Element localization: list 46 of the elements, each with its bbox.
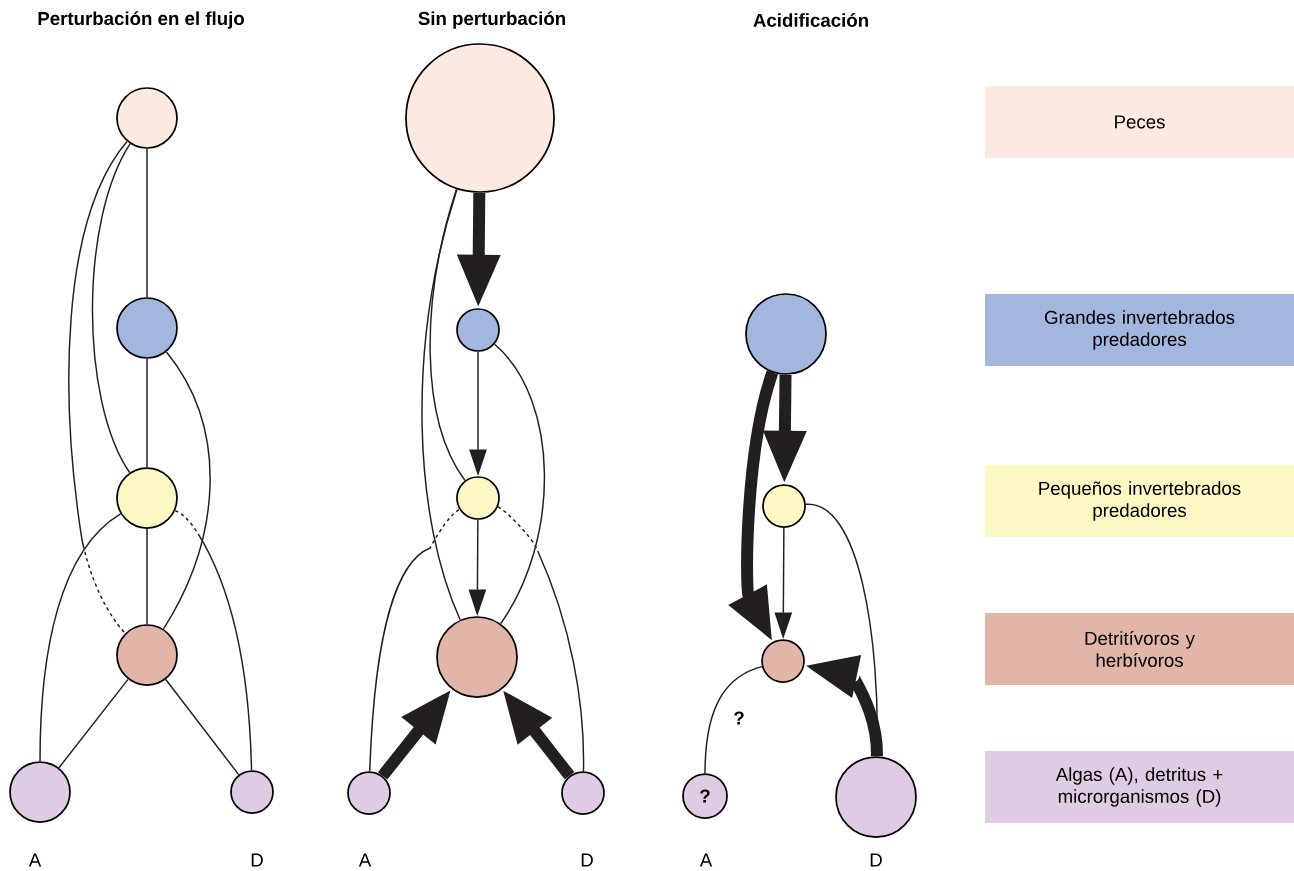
connector-line [146, 148, 148, 298]
legend-label: Detritívoros y herbívoros [1085, 631, 1195, 667]
food-web-circle [405, 43, 555, 193]
connector-line [805, 503, 879, 757]
food-web-circle [116, 297, 178, 359]
food-web-circle [347, 771, 391, 815]
axis-letter: A [699, 853, 713, 867]
food-web-circle [456, 476, 500, 520]
food-web-circle [116, 87, 178, 149]
food-web-circle [561, 771, 605, 815]
connector-line [146, 358, 148, 468]
food-web-circle [9, 761, 71, 823]
connector-line [146, 528, 148, 625]
connector-line [429, 188, 466, 482]
food-web-circle [436, 616, 518, 698]
food-web-circle [230, 770, 274, 814]
edge-label: ? [732, 710, 747, 726]
connector-line [704, 665, 763, 774]
connector-line [174, 509, 253, 771]
panel-title: Acidificación [753, 13, 868, 27]
food-web-circle [835, 756, 917, 838]
food-web-circle [761, 639, 805, 683]
legend-label: Pequeños invertebrados predadores [1039, 481, 1241, 521]
connector-line [165, 678, 240, 776]
connector-line [91, 143, 131, 474]
food-web-circle [116, 467, 178, 529]
axis-letter: D [581, 853, 593, 867]
connector-line [68, 140, 128, 634]
food-web-circle [116, 624, 178, 686]
connector-line [369, 508, 461, 772]
connector-line [497, 506, 585, 772]
legend-label: Grandes invertebrados predadores [1045, 310, 1235, 350]
connector-line [58, 678, 129, 769]
legend-label: Algas (A), detritus + microrganismos (D) [1055, 767, 1223, 807]
panel-title: Perturbación en el flujo [38, 11, 244, 29]
food-web-circle [456, 308, 500, 352]
food-web-circle [762, 484, 806, 528]
axis-letter: A [358, 853, 372, 867]
axis-letter: D [251, 853, 263, 867]
connector-line [421, 188, 461, 621]
connector-line [162, 351, 211, 630]
food-web-circle [745, 293, 827, 375]
connector-line [493, 343, 546, 625]
legend-label: Peces [1115, 115, 1165, 129]
axis-letter: A [28, 853, 42, 867]
connector-line [39, 513, 122, 762]
